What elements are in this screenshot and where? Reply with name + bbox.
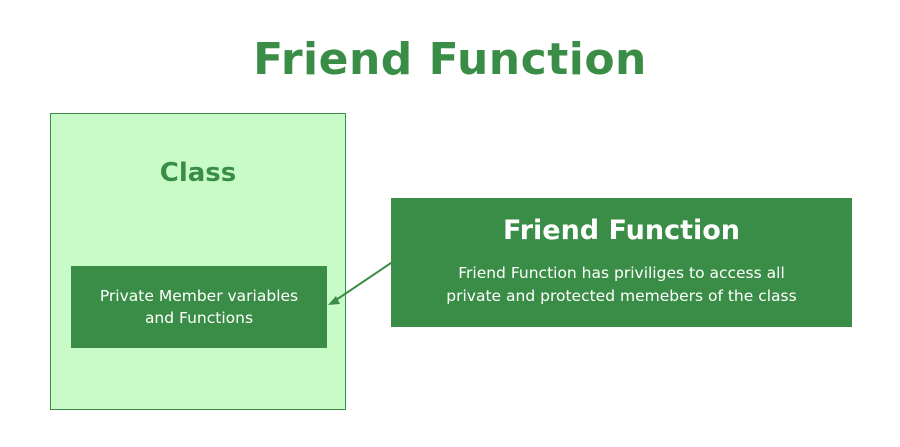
friend-function-box: Friend Function Friend Function has priv… [391, 198, 852, 327]
private-members-label: Private Member variables and Functions [92, 285, 306, 329]
access-arrow-line [332, 262, 392, 303]
class-label: Class [159, 158, 237, 188]
friend-function-description-line2: private and protected memebers of the cl… [446, 287, 797, 305]
diagram-title: Friend Function [253, 34, 647, 85]
access-arrow-head-icon [328, 296, 340, 305]
friend-function-description: Friend Function has priviliges to access… [391, 262, 852, 308]
private-members-label-line1: Private Member variables [99, 287, 299, 305]
friend-function-title: Friend Function [502, 215, 741, 246]
private-members-label-line2: and Functions [144, 309, 254, 327]
friend-function-description-line1: Friend Function has priviliges to access… [458, 264, 785, 282]
class-box: Class [50, 113, 346, 410]
private-members-box: Private Member variables and Functions [71, 266, 327, 348]
